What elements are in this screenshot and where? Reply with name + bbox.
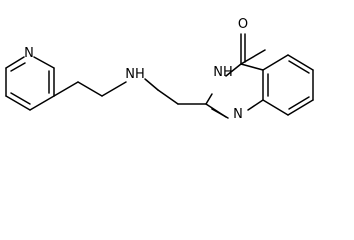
linker-chain	[53, 78, 207, 105]
carbonyl-oxygen-label: O	[238, 17, 248, 32]
amine-nh-label: NH	[125, 67, 145, 82]
benzo-ring	[262, 54, 314, 116]
bond	[287, 54, 314, 71]
bond	[225, 63, 242, 77]
bond-double-inner	[211, 108, 229, 119]
atom-labels: N NH NH N O	[24, 17, 248, 122]
bond	[205, 93, 213, 105]
bond-double-inner	[10, 62, 26, 72]
bond	[101, 81, 127, 97]
quinazolinone-core	[205, 33, 269, 119]
bond	[5, 56, 25, 69]
bond	[33, 56, 55, 69]
bond	[262, 54, 289, 71]
bond	[240, 63, 264, 71]
bond	[53, 81, 79, 97]
ring-nh-label: NH	[213, 65, 233, 80]
bond	[29, 95, 55, 111]
bond	[262, 99, 289, 116]
bond-double-inner	[288, 96, 310, 110]
ring-nitrogen-label: N	[233, 107, 243, 122]
pyridine-ring	[5, 56, 55, 111]
bond	[157, 89, 179, 105]
bond	[144, 78, 159, 91]
chemical-structure-diagram: N NH NH N O	[5, 17, 314, 122]
bond	[77, 81, 103, 97]
bond-double-inner	[288, 60, 310, 74]
pyridine-nitrogen-label: N	[24, 46, 34, 61]
bond	[247, 99, 264, 111]
bond	[287, 99, 314, 116]
bond	[5, 95, 31, 111]
bond-double-inner	[10, 92, 31, 105]
